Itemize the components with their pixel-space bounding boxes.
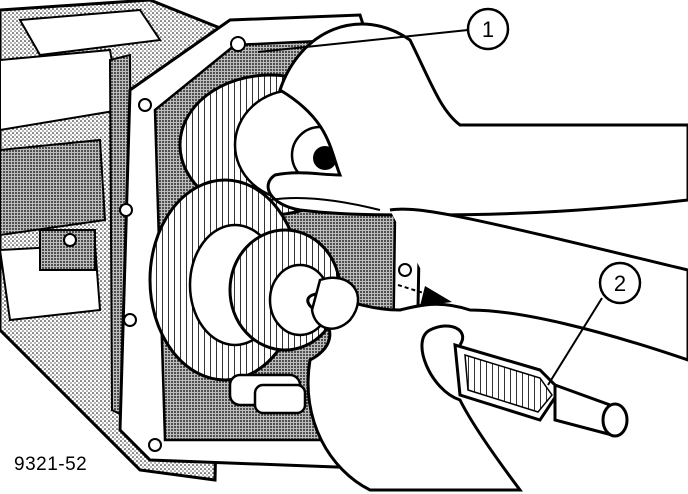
right-arrow-icon xyxy=(397,284,452,306)
callout-2-number: 2 xyxy=(614,271,626,296)
mainshaft xyxy=(453,342,629,438)
upper-hand xyxy=(266,22,688,217)
callout-1: 1 xyxy=(257,7,510,53)
callout-2: 2 xyxy=(547,261,642,386)
lower-hand xyxy=(306,207,688,492)
lower-gear-cluster xyxy=(148,178,342,415)
figure-id-label: 9321-52 xyxy=(14,454,88,475)
callout-1-number: 1 xyxy=(482,17,494,42)
